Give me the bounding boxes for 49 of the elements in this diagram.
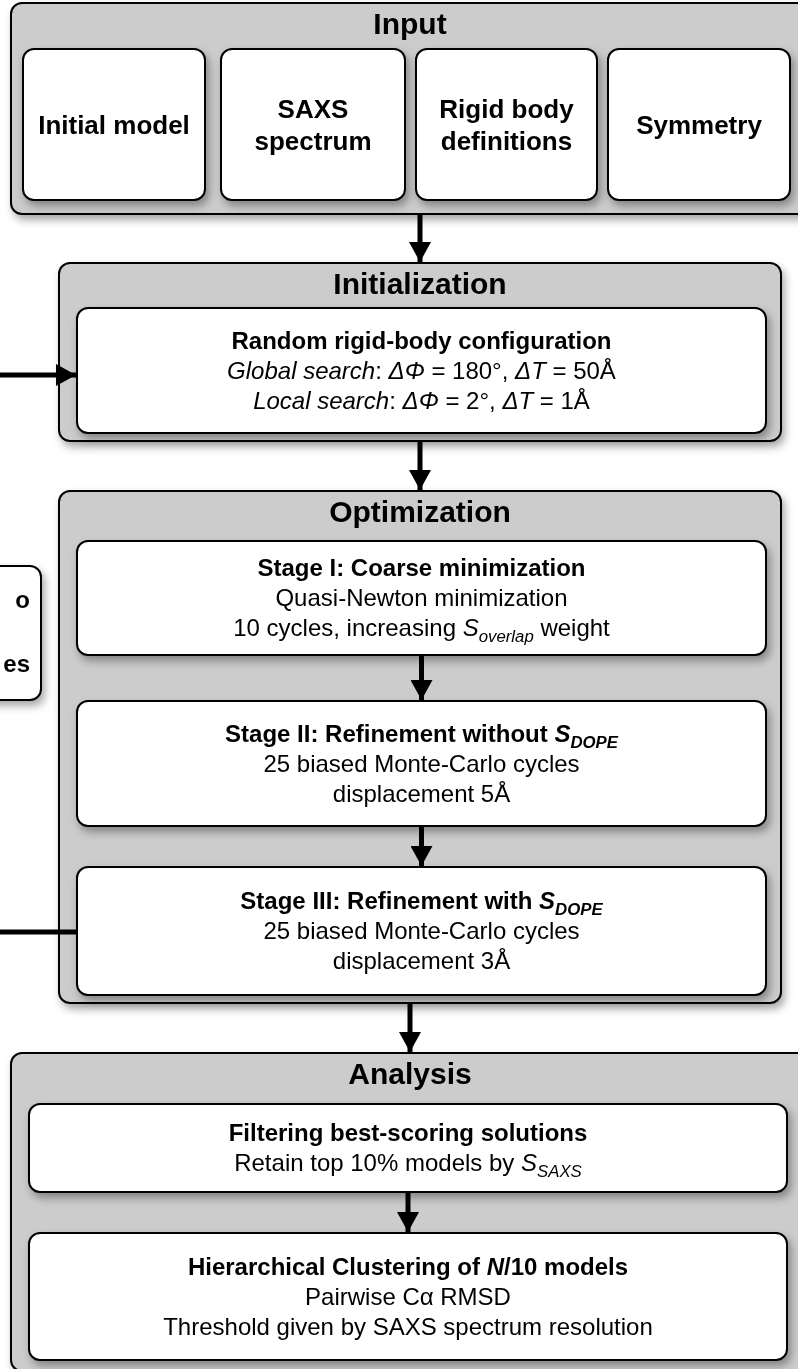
box-text: Global search: ΔΦ = 180°, ΔT = 50Å <box>227 355 616 386</box>
box-text: 25 biased Monte-Carlo cycles <box>263 916 580 946</box>
box-text: Local search: ΔΦ = 2°, ΔT = 1Å <box>253 385 590 416</box>
process-box <box>76 307 767 434</box>
box-title: SAXS spectrum <box>253 92 373 157</box>
process-box <box>28 1103 788 1193</box>
arrow <box>399 1004 421 1052</box>
process-box <box>28 1232 788 1361</box>
box-title: Rigid body definitions <box>438 92 575 157</box>
arrow <box>409 442 431 490</box>
box-title: Random rigid-body configuration <box>231 325 612 356</box>
box-text: 10 cycles, increasing S$_{overlap}$ weight <box>233 613 610 643</box>
box-title: o <box>15 585 30 615</box>
process-box <box>220 48 406 201</box>
group-panel <box>58 262 782 442</box>
group-panel <box>10 1052 798 1369</box>
process-box <box>22 48 206 201</box>
box-text: Retain top 10% models by S$_{SAXS}$ <box>234 1148 582 1178</box>
box-title: Stage III: Refinement with S$_{DOPE}$ <box>240 886 603 916</box>
box-text: displacement 3Å <box>332 946 511 976</box>
arrow <box>0 364 76 386</box>
box-text: Quasi-Newton minimization <box>275 583 568 613</box>
box-text: es <box>3 649 30 679</box>
process-box <box>415 48 598 201</box>
box-title: Symmetry <box>636 108 762 141</box>
box-text: 25 biased Monte-Carlo cycles <box>263 748 580 779</box>
box-title: Stage II: Refinement without S$_{DOPE}$ <box>225 718 618 749</box>
arrow <box>410 656 433 700</box>
arrow <box>410 827 433 866</box>
box-text: displacement 5Å <box>332 778 511 809</box>
group-panel <box>10 2 798 215</box>
arrow <box>409 215 431 262</box>
group-heading: Input <box>372 6 448 42</box>
box-title: Stage I: Coarse minimization <box>257 553 586 583</box>
process-box <box>76 540 767 656</box>
box-title: Hierarchical Clustering of N/10 models <box>187 1251 629 1282</box>
box-title: Initial model <box>38 108 190 141</box>
box-text: Pairwise Cα RMSD <box>305 1281 511 1312</box>
connector-line <box>0 929 76 935</box>
process-box <box>76 700 767 827</box>
group-panel <box>58 490 782 1004</box>
arrow <box>397 1193 419 1232</box>
box-title: Filtering best-scoring solutions <box>228 1118 588 1148</box>
group-heading: Initialization <box>332 266 508 302</box>
group-heading: Optimization <box>328 494 512 530</box>
group-heading: Analysis <box>347 1056 473 1092</box>
process-box <box>607 48 791 201</box>
process-box <box>76 866 767 996</box>
box-text: Threshold given by SAXS spectrum resolution <box>163 1311 653 1342</box>
